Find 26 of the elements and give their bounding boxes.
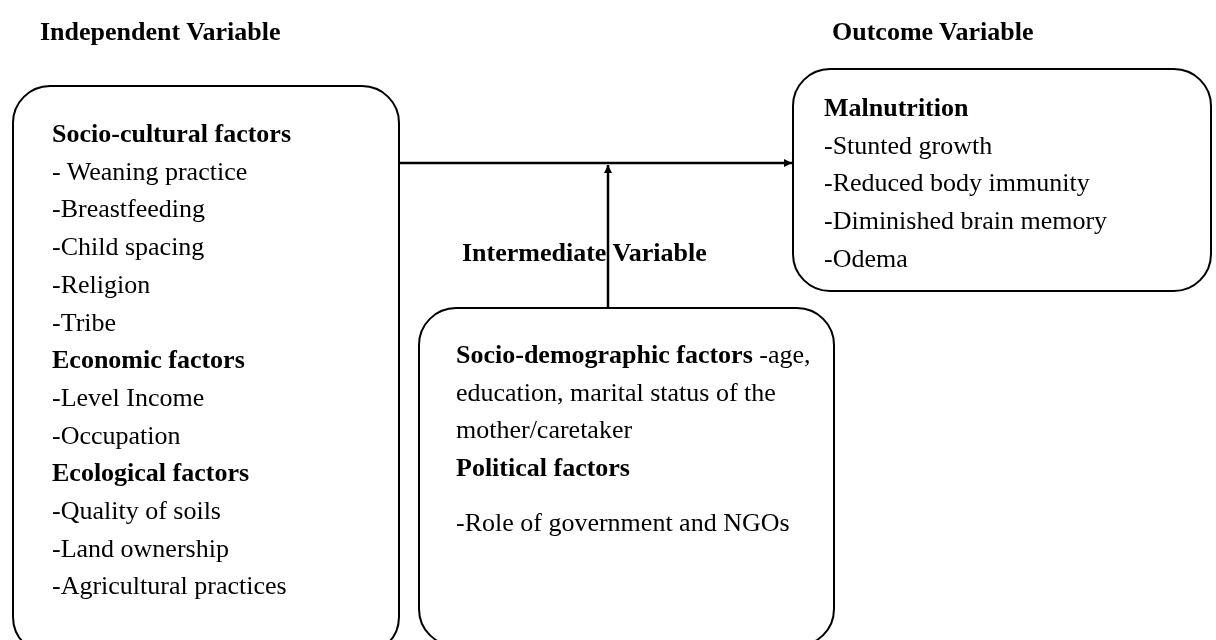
section-heading: Independent Variable	[40, 17, 281, 47]
list-item: -Diminished brain memory	[824, 205, 1109, 238]
list-item: -Tribe	[52, 306, 118, 339]
list-item: - Weaning practice	[52, 155, 249, 188]
factor-heading: Malnutrition	[824, 92, 970, 124]
list-item: -Quality of soils	[52, 495, 222, 528]
list-item: -Child spacing	[52, 231, 206, 264]
list-item: -Odema	[824, 242, 909, 275]
list-item: -Reduced body immunity	[824, 167, 1091, 200]
list-item: -Agricultural practices	[52, 570, 288, 603]
arrow	[400, 159, 792, 167]
list-item: -Occupation	[52, 419, 182, 452]
factor-heading: Economic factors	[52, 344, 246, 377]
list-item: -Breastfeeding	[52, 193, 207, 226]
list-item: -Religion	[52, 268, 152, 301]
factor-heading: Socio-cultural factors	[52, 118, 292, 150]
factor-heading: Political factors	[456, 452, 631, 485]
arrow	[604, 165, 612, 307]
list-item: -Stunted growth	[824, 129, 994, 162]
list-item: Socio-demographic factors -age, education, marital status of the mother/caretaker	[456, 339, 812, 447]
factor-heading: Ecological factors	[52, 457, 251, 490]
list-item: -Level Income	[52, 381, 206, 414]
list-item: -Land ownership	[52, 532, 230, 565]
list-item: -Role of government and NGOs	[456, 506, 791, 539]
section-heading: Intermediate Variable	[462, 238, 707, 268]
section-heading: Outcome Variable	[832, 17, 1034, 47]
